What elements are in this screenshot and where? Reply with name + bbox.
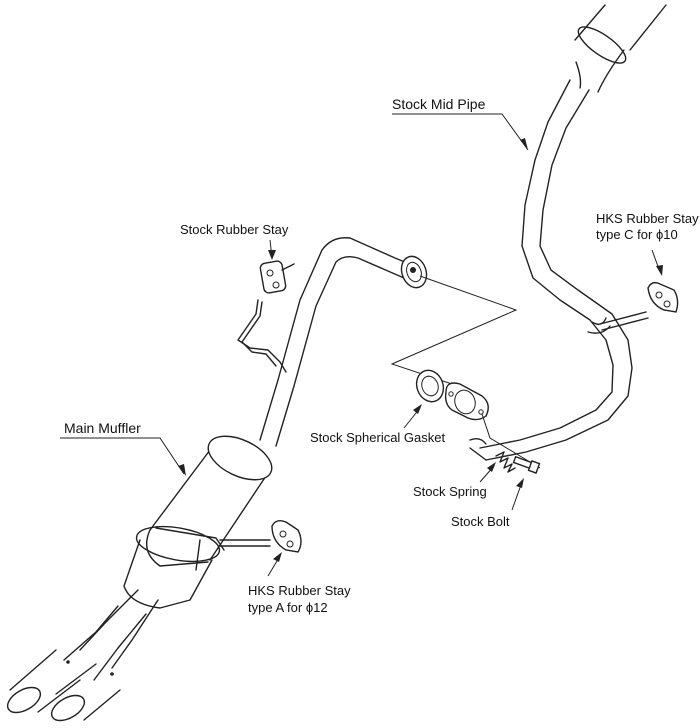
hks-rubber-stay-type-a: [271, 519, 302, 553]
stock-rubber-stay: [237, 260, 295, 373]
label-hks-rubber-stay-a-line1: HKS Rubber Stay: [248, 583, 351, 598]
stock-mid-pipe: [469, 4, 667, 461]
label-stock-bolt: Stock Bolt: [451, 514, 510, 529]
stock-spherical-gasket: [415, 369, 445, 403]
label-hks-rubber-stay-a-line2: type A for ϕ12: [248, 600, 328, 615]
label-main-muffler: Main Muffler: [64, 420, 141, 436]
assembly-lines: [390, 275, 518, 391]
label-hks-rubber-stay-c-line1: HKS Rubber Stay: [596, 211, 699, 226]
label-stock-mid-pipe: Stock Mid Pipe: [392, 96, 486, 112]
stock-spring-and-bolt: [481, 413, 541, 474]
twin-tail-pipes: [6, 589, 159, 722]
label-hks-rubber-stay-c-line2: type C for ϕ10: [596, 227, 678, 242]
tail-pipe-section: [259, 237, 428, 447]
hks-rubber-stay-type-c: [599, 281, 679, 331]
label-stock-rubber-stay: Stock Rubber Stay: [180, 222, 289, 237]
pipe-flange: [444, 382, 489, 421]
leader-lines: [60, 113, 663, 577]
label-stock-spring: Stock Spring: [413, 484, 487, 499]
main-muffler: [123, 435, 273, 609]
label-stock-spherical-gasket: Stock Spherical Gasket: [310, 430, 446, 445]
